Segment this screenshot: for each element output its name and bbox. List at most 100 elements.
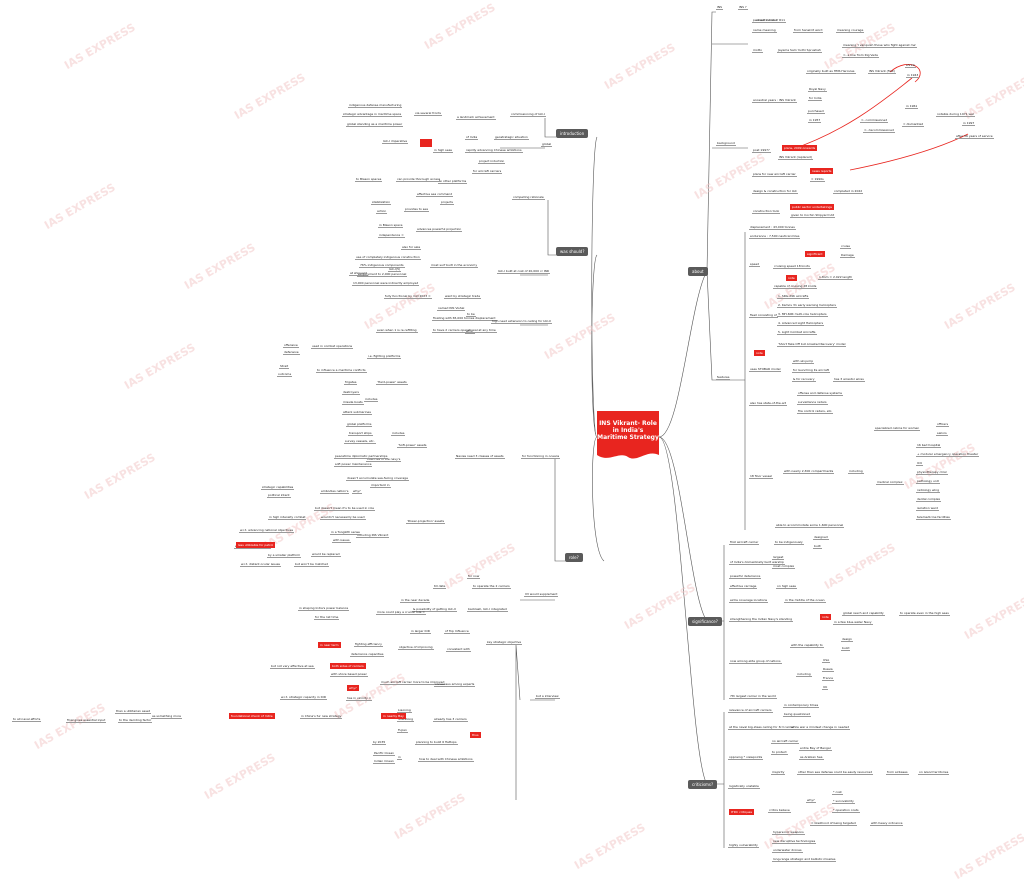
map-node[interactable]: IAC-I(5) xyxy=(388,267,402,272)
map-node[interactable]: opposing * viewpoints xyxy=(728,755,764,760)
map-node[interactable]: for aircraft carriers xyxy=(472,169,503,174)
map-node[interactable]: by a smaller platform xyxy=(267,553,302,558)
map-node[interactable]: physiotherapy clinic xyxy=(916,470,949,475)
map-node[interactable]: in larger IOR xyxy=(410,629,431,634)
map-node[interactable]: strategic advantage in maritime space xyxy=(342,112,403,117)
map-node[interactable]: construction took xyxy=(752,209,781,214)
map-node[interactable]: global standing as a maritime power xyxy=(346,122,404,127)
map-node[interactable]: given to Cochin Shipyard Ltd xyxy=(790,213,836,218)
map-node[interactable]: in contemporary times xyxy=(783,703,820,708)
map-node[interactable]: to be indigenously xyxy=(774,540,804,545)
map-node[interactable]: extra coverage locations xyxy=(729,598,769,603)
map-node[interactable]: in 1997 xyxy=(962,121,976,126)
map-node[interactable]: =- commissioned xyxy=(860,118,889,123)
map-node[interactable]: 16 bed hospital xyxy=(916,443,942,448)
map-node[interactable]: with shore based power xyxy=(330,672,368,677)
map-node[interactable]: in shaping India's power balance xyxy=(298,606,350,611)
map-node[interactable]: key strategic objective xyxy=(486,640,523,645)
central-topic[interactable]: INS Vikrant- Role in India's Maritime St… xyxy=(597,411,659,463)
map-node[interactable]: outcome xyxy=(277,372,293,377)
map-node[interactable]: & possibility of getting IAC-II xyxy=(412,607,457,612)
map-node[interactable]: as something more xyxy=(151,714,182,719)
map-node[interactable]: wouldn't necessarily be used xyxy=(320,515,366,520)
map-node[interactable]: w.r.t. distant ocular issues xyxy=(240,562,281,567)
map-node[interactable]: missile boats xyxy=(342,400,364,405)
map-node[interactable]: objective of improving xyxy=(398,645,434,650)
map-node[interactable]: telemedicine facilities xyxy=(916,515,951,520)
map-node[interactable]: geostrategic situation xyxy=(494,135,529,140)
map-node[interactable]: independence = xyxy=(378,233,405,238)
map-node[interactable]: critics believe xyxy=(768,808,791,813)
map-node[interactable]: design & construction for IAC xyxy=(752,189,798,194)
map-node[interactable]: = 1990s xyxy=(810,177,825,182)
map-node[interactable]: also has state-of-the-art xyxy=(749,401,788,406)
map-node[interactable]: 76% indigenous components xyxy=(359,263,405,268)
map-node[interactable]: 4. Advanced Light Helicopters xyxy=(777,321,825,326)
map-node[interactable]: global xyxy=(541,142,553,147)
map-node[interactable]: Strait xyxy=(279,364,290,369)
map-node[interactable]: purchased xyxy=(807,109,825,114)
map-node[interactable]: in 1957 xyxy=(808,118,822,123)
map-node[interactable]: + modular emergency operation theater xyxy=(916,452,980,457)
map-node[interactable]: in high intensity combat xyxy=(268,515,307,520)
map-node[interactable]: originally built as HMS Hercules xyxy=(806,69,856,74)
map-node[interactable]: went by strategic trade xyxy=(444,294,482,299)
map-node[interactable]: much aircraft carrier more to be improve… xyxy=(380,680,446,685)
map-node[interactable]: while war a mindset change in needed xyxy=(790,725,851,730)
map-node[interactable]: to Blason spaces xyxy=(355,177,383,182)
map-node[interactable]: in Blason space xyxy=(378,223,404,228)
map-node[interactable]: ICU xyxy=(916,461,924,466)
map-node[interactable]: with issues xyxy=(332,538,351,543)
highlight-label[interactable]: in near term xyxy=(318,642,341,648)
map-node[interactable]: pennant number R11 xyxy=(752,18,786,23)
map-node[interactable]: advances powerful projection xyxy=(416,227,463,232)
map-node[interactable]: global reach and capability xyxy=(842,611,885,616)
map-node[interactable]: provides to sea xyxy=(404,207,429,212)
map-node[interactable]: at shipyard xyxy=(349,271,368,276)
highlight-label[interactable]: public sector undertakings xyxy=(790,204,834,210)
map-node[interactable]: cruise xyxy=(840,244,852,249)
map-node[interactable]: UK xyxy=(822,685,829,690)
map-node[interactable]: in 1943 xyxy=(906,73,920,78)
map-node[interactable]: plans for new aircraft carrier xyxy=(752,172,797,177)
map-node[interactable]: can provide thorough access xyxy=(396,177,442,182)
map-node[interactable]: for India xyxy=(808,96,823,101)
map-node[interactable]: IVI would supplement xyxy=(524,592,559,597)
map-node[interactable]: designed xyxy=(813,535,829,540)
map-node[interactable]: rapidly advancing Chinese ambitions xyxy=(465,148,523,153)
map-node[interactable]: 1. SRG-29K aircrafts xyxy=(777,294,810,299)
map-node[interactable]: for the 1st time xyxy=(314,615,340,620)
map-node[interactable]: background xyxy=(716,141,736,146)
map-node[interactable]: important in xyxy=(370,483,391,488)
map-node[interactable]: meaning 'I vanquish those who fight agai… xyxy=(842,43,918,48)
map-node[interactable]: speed xyxy=(749,262,761,267)
map-node[interactable]: being questioned xyxy=(783,712,812,717)
map-node[interactable]: USA xyxy=(822,658,831,663)
map-node[interactable]: floating with 65,000 tonnes displacement xyxy=(432,316,497,321)
map-node[interactable]: to other platforms xyxy=(438,179,468,184)
map-node[interactable]: for now xyxy=(467,574,481,579)
map-node[interactable]: peacetime diplomatic partnerships xyxy=(334,454,389,459)
map-node[interactable]: first aircraft carrier xyxy=(729,540,760,545)
map-node[interactable]: notable during 1971 war xyxy=(936,112,976,117)
map-node[interactable]: to operate even in the high seas xyxy=(899,611,950,616)
map-node[interactable]: post 1997? xyxy=(752,148,771,153)
map-node[interactable]: high need extension to ceiling for IAC-I… xyxy=(491,319,553,324)
map-node[interactable]: after 36 years of service xyxy=(955,134,994,139)
map-node[interactable]: of Top Influence xyxy=(444,629,470,634)
map-node[interactable]: stabilization xyxy=(371,200,392,205)
map-node[interactable]: pathology unit xyxy=(916,479,940,484)
map-node[interactable]: fighting efficiency xyxy=(354,642,383,647)
map-node[interactable]: fleet consisting of xyxy=(749,313,778,318)
map-node[interactable]: fire control radars, etc. xyxy=(797,409,834,414)
map-node[interactable]: IAC-I imperative xyxy=(382,139,409,144)
branch-significance[interactable]: significance? xyxy=(688,617,722,626)
branch-introduction[interactable]: introduction xyxy=(556,129,589,138)
highlight-label[interactable]: thus xyxy=(470,732,481,738)
map-node[interactable]: Liaoning xyxy=(397,708,412,713)
map-node[interactable]: 'Power-projection' assets xyxy=(406,519,446,524)
map-node[interactable]: but won't be matched xyxy=(294,562,330,567)
highlight-label[interactable]: plans, 2009 onwards xyxy=(782,145,818,151)
map-node[interactable]: 2. Kamov 31 early warning helicopters xyxy=(777,303,837,308)
map-node[interactable]: soft power maintenance xyxy=(334,462,373,467)
